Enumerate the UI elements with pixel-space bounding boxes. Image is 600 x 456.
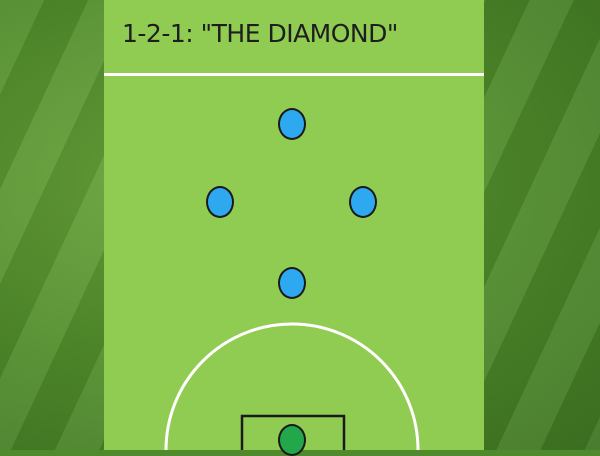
player-forward [278,108,306,140]
halfway-line [104,73,484,76]
center-circle [164,322,420,450]
player-right-midfielder [349,186,377,218]
goal-box [240,414,346,450]
formation-title: 1-2-1: "THE DIAMOND" [122,19,398,48]
player-left-midfielder [206,186,234,218]
player-defender [278,267,306,299]
field-markings [164,322,420,450]
player-goalkeeper [278,424,306,456]
